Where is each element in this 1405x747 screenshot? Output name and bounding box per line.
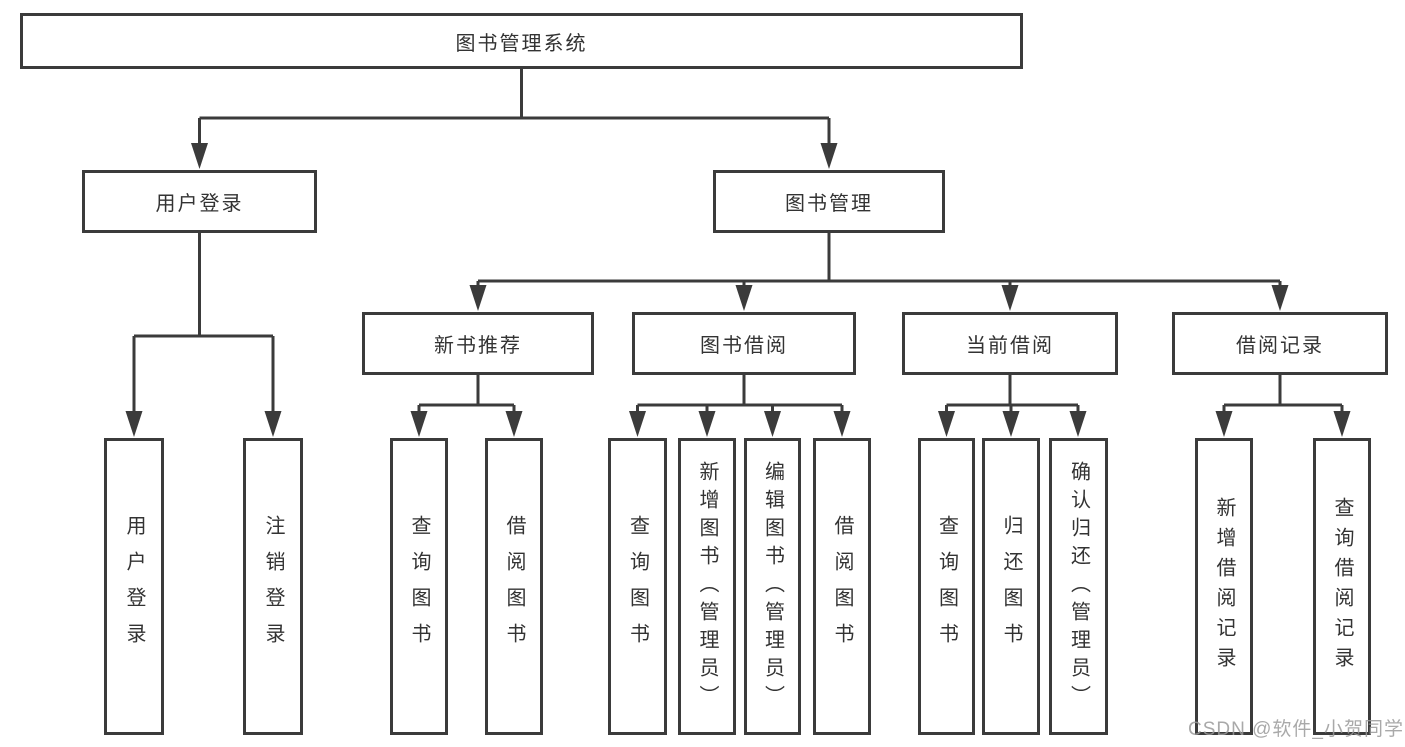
leaf-cb-query-book: 查询图书 [918, 438, 975, 735]
node-new-book-recommend: 新书推荐 [362, 312, 594, 375]
node-current-borrow: 当前借阅 [902, 312, 1118, 375]
node-book-management: 图书管理 [713, 170, 945, 233]
leaf-cb-return-book: 归还图书 [982, 438, 1040, 735]
leaf-rec-query-book: 查询图书 [390, 438, 448, 735]
leaf-bb-borrow-book: 借阅图书 [813, 438, 871, 735]
leaf-user-login: 用户登录 [104, 438, 164, 735]
node-book-borrow: 图书借阅 [632, 312, 856, 375]
leaf-bb-edit-book-admin: 编辑图书（管理员） [744, 438, 801, 735]
leaf-bb-add-book-admin: 新增图书（管理员） [678, 438, 736, 735]
leaf-br-add-record: 新增借阅记录 [1195, 438, 1253, 735]
node-library-system: 图书管理系统 [20, 13, 1023, 69]
node-user-login: 用户登录 [82, 170, 317, 233]
leaf-logout-login: 注销登录 [243, 438, 303, 735]
csdn-watermark: CSDN @软件_小贺同学 [1188, 719, 1404, 740]
leaf-br-query-record: 查询借阅记录 [1313, 438, 1371, 735]
node-borrow-records: 借阅记录 [1172, 312, 1388, 375]
leaf-bb-query-book: 查询图书 [608, 438, 667, 735]
leaf-cb-confirm-return-admin: 确认归还（管理员） [1049, 438, 1108, 735]
leaf-rec-borrow-book: 借阅图书 [485, 438, 543, 735]
